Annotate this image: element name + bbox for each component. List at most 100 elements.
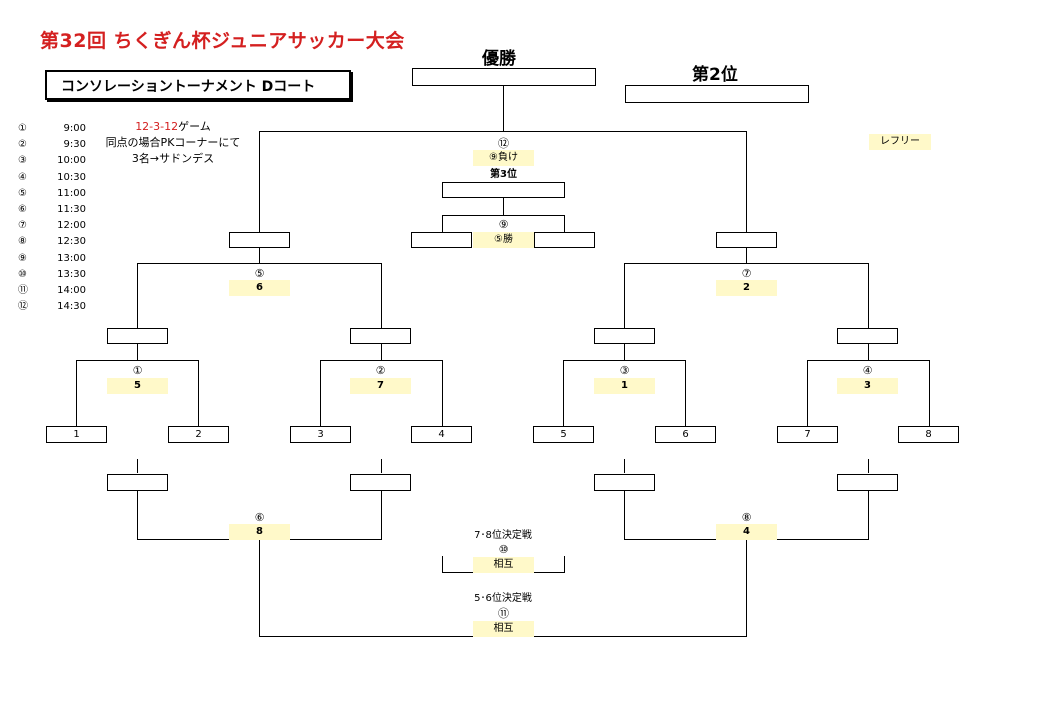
court-subtitle: コンソレーショントーナメント Dコート (45, 70, 351, 100)
team-box[interactable]: 6 (655, 426, 716, 443)
loser-box[interactable] (837, 474, 898, 491)
bracket-line (868, 344, 869, 360)
match-time: 9:30 (63, 139, 86, 151)
bracket-line (624, 491, 625, 540)
match-number: ③ (619, 364, 630, 377)
match-time: 12:30 (57, 236, 86, 248)
match-number: ⑩ (18, 268, 27, 280)
match-time: 13:30 (57, 268, 86, 280)
match-referee: 2 (716, 280, 777, 296)
bracket-line (624, 344, 625, 360)
bracket-line (868, 459, 869, 473)
match-number: ③ (18, 155, 27, 167)
match-time: 13:00 (57, 252, 86, 264)
bracket-line (746, 247, 747, 263)
second-place-box[interactable] (625, 85, 809, 103)
match-referee: 3 (837, 378, 898, 394)
bracket-line (381, 263, 382, 328)
result-box[interactable] (411, 232, 472, 248)
team-box[interactable]: 1 (46, 426, 107, 443)
bracket-line (624, 263, 869, 264)
bracket-line (624, 459, 625, 473)
team-box[interactable]: 7 (777, 426, 838, 443)
team-box[interactable]: 4 (411, 426, 472, 443)
champion-box[interactable] (412, 68, 596, 86)
match-number: ⑦ (741, 267, 752, 280)
bracket-line (76, 360, 77, 426)
placement-match-title: 7･8位決定戦 (474, 530, 532, 541)
bracket-line (624, 263, 625, 328)
result-box[interactable] (350, 328, 411, 344)
bracket-line (442, 215, 565, 216)
match-referee: 5 (107, 378, 168, 394)
bracket-line (563, 360, 686, 361)
match-number: ⑤ (254, 267, 265, 280)
bracket-line (137, 459, 138, 473)
result-box[interactable] (716, 232, 777, 248)
bracket-line (381, 491, 382, 540)
bracket-line (929, 360, 930, 426)
match-time: 12:00 (57, 220, 86, 232)
bracket-line (320, 360, 321, 426)
game-format: 12-3-12ゲーム (88, 119, 258, 135)
match-number: ⑦ (18, 220, 27, 232)
match-time: 14:30 (57, 301, 86, 313)
bracket-line (381, 344, 382, 360)
team-box[interactable]: 8 (898, 426, 959, 443)
team-box[interactable]: 2 (168, 426, 229, 443)
match-referee: ⑤勝 (473, 232, 534, 248)
schedule-row: ⑨ 13:00 (18, 251, 86, 267)
bracket-line (259, 131, 747, 132)
match-time: 10:00 (57, 155, 86, 167)
match-time: 11:00 (57, 187, 86, 199)
match-number: ⑨ (18, 252, 27, 264)
loser-box[interactable] (350, 474, 411, 491)
loser-box[interactable] (107, 474, 168, 491)
match-time: 9:00 (63, 123, 86, 134)
match-number: ⑧ (741, 511, 752, 524)
bracket-line (442, 360, 443, 426)
match-number: ⑫ (18, 301, 28, 313)
match-referee: 1 (594, 378, 655, 394)
result-box[interactable] (229, 232, 290, 248)
match-number: ⑥ (254, 511, 265, 524)
match-number: ④ (862, 364, 873, 377)
bracket-line (259, 131, 260, 232)
match-referee: 相互 (473, 621, 534, 637)
match-number: ④ (18, 171, 27, 183)
team-box[interactable]: 5 (533, 426, 594, 443)
bracket-line (746, 131, 747, 232)
match-number: ⑪ (498, 607, 509, 620)
third-place-box[interactable] (442, 182, 565, 198)
bracket-line (503, 86, 504, 131)
schedule-row: ⑦ 12:00 (18, 218, 86, 234)
team-box[interactable]: 3 (290, 426, 351, 443)
schedule-row: ⑫ 14:30 (18, 299, 86, 315)
result-box[interactable] (594, 328, 655, 344)
placement-match-title: 5･6位決定戦 (474, 593, 532, 604)
tie-rule: 同点の場合PKコーナーにて (105, 136, 241, 149)
match-number: ⑪ (18, 284, 28, 296)
bracket-line (259, 539, 260, 637)
result-box[interactable] (837, 328, 898, 344)
sudden-death-rule: 3名→サドンデス (131, 152, 215, 165)
schedule-row: ⑩ 13:30 (18, 267, 86, 283)
bracket-line (503, 198, 504, 215)
match-number: ② (375, 364, 386, 377)
schedule-row: ① 9:00 (18, 121, 86, 137)
match-number: ① (18, 123, 27, 134)
match-number: ① (132, 364, 143, 377)
match-number: ⑨ (498, 218, 509, 231)
bracket-line (320, 360, 443, 361)
loser-box[interactable] (594, 474, 655, 491)
match-number: ⑧ (18, 236, 27, 248)
bracket-line (746, 539, 747, 637)
result-box[interactable] (534, 232, 595, 248)
bracket-line (381, 459, 382, 473)
bracket-line (442, 215, 443, 232)
result-box[interactable] (107, 328, 168, 344)
bracket-line (137, 263, 138, 328)
